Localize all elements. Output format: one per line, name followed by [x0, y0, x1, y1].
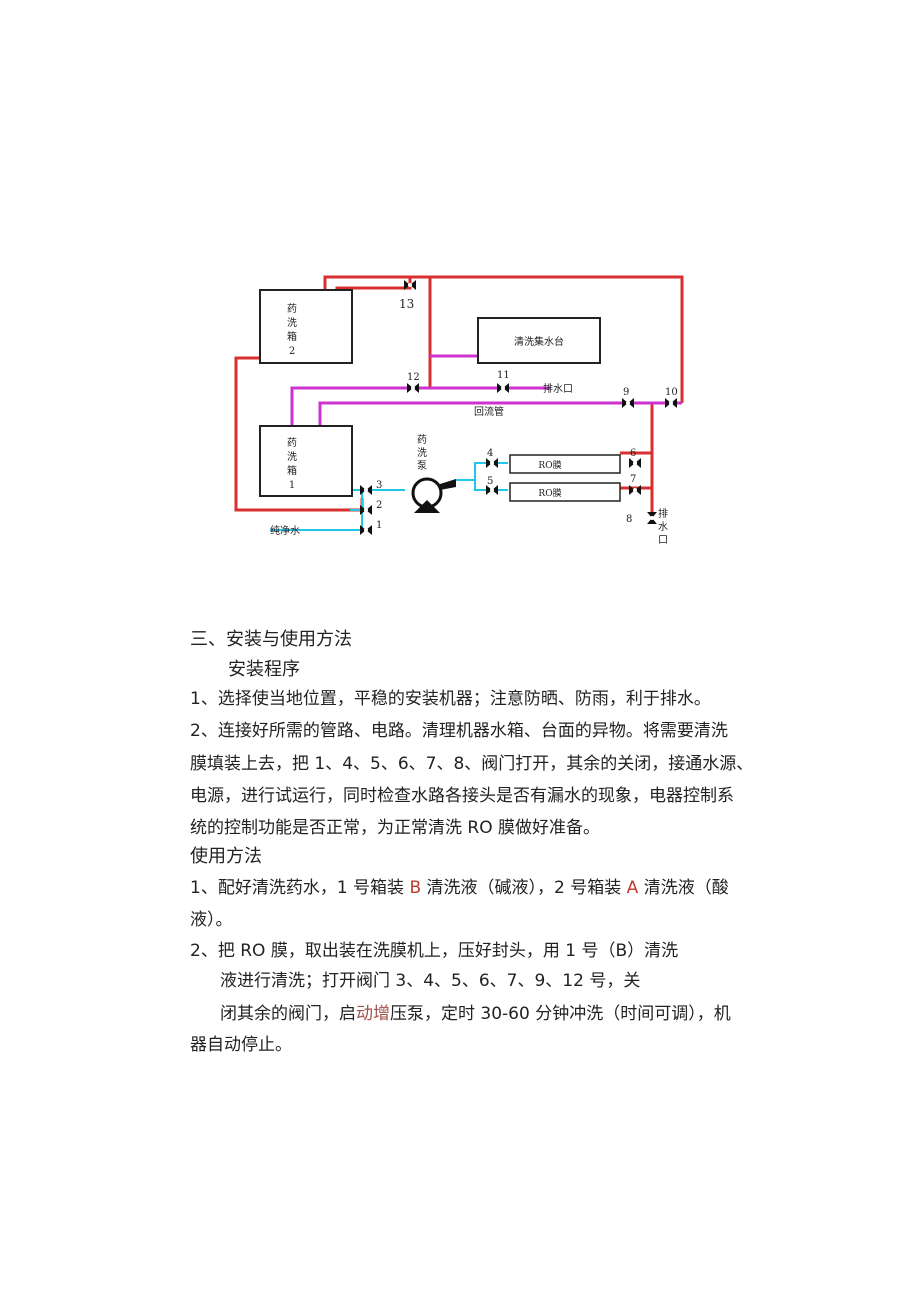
drain-bottom-char-1: 排	[658, 507, 668, 520]
tank1-char-1: 药	[287, 437, 297, 449]
section-title: 三、安装与使用方法	[190, 629, 352, 650]
valve-7-label: 7	[630, 474, 636, 485]
ro-membrane-bottom	[509, 482, 621, 502]
usage-2-part-c: 压泵，定时 30-60 分钟冲洗（时间可调），机	[390, 1004, 731, 1024]
return-pipe-label: 回流管	[474, 405, 504, 418]
valve-13-label: 13	[399, 297, 414, 311]
valve-3-icon[interactable]	[360, 485, 372, 495]
pump-char-3: 泵	[417, 460, 427, 472]
install-step-2-line-2: 膜填装上去，把 1、4、5、6、7、8、阀门打开，其余的关闭，接通水源、	[190, 754, 754, 774]
valve-12-label: 12	[407, 372, 420, 383]
valve-10-icon[interactable]	[665, 398, 677, 408]
ro-membrane-bottom-label: RO膜	[538, 488, 561, 499]
drain-bottom-char-3: 口	[658, 535, 668, 546]
tank2-char-1: 药	[287, 303, 297, 315]
tank-2	[259, 289, 353, 364]
valve-8-label: 8	[626, 514, 632, 525]
valve-10-label: 10	[665, 387, 678, 398]
install-heading: 安装程序	[228, 659, 300, 680]
usage-step-2-line-3: 闭其余的阀门，启动增压泵，定时 30-60 分钟冲洗（时间可调），机	[220, 1003, 731, 1025]
ro-membrane-top	[509, 454, 621, 474]
usage-1-solution-b: B	[409, 878, 422, 898]
pump-char-2: 洗	[417, 447, 427, 459]
valve-5-label: 5	[487, 476, 493, 487]
tank2-char-3: 箱	[287, 330, 297, 343]
valve-8-icon[interactable]	[647, 512, 657, 524]
valve-9-label: 9	[623, 387, 629, 398]
valve-1-icon[interactable]	[360, 525, 372, 535]
pump-char-1: 药	[417, 434, 427, 446]
usage-2-highlight: 动增	[356, 1004, 390, 1024]
valve-11-label: 11	[497, 370, 510, 381]
usage-2-part-a: 闭其余的阀门，启	[220, 1004, 356, 1024]
install-step-2-line-3: 电源，进行试运行，同时检查水路各接头是否有漏水的现象，电器控制系	[190, 786, 734, 806]
valve-1-label: 1	[376, 520, 382, 531]
drain-top-label: 排水口	[543, 382, 573, 395]
usage-1-solution-a: A	[626, 878, 639, 898]
install-step-2-line-1: 2、连接好所需的管路、电路。清理机器水箱、台面的异物。将需要清洗	[190, 721, 728, 741]
usage-heading: 使用方法	[190, 846, 262, 867]
valve-6-label: 6	[630, 448, 636, 459]
cleaning-system-diagram: 药 洗 箱 2 药 洗 箱 1 药 洗 泵 排 水 口 清洗集水台 RO膜 RO…	[234, 275, 684, 546]
usage-1-part-c: 清洗液（碱液），2 号箱装	[421, 878, 627, 898]
valve-2-icon[interactable]	[360, 505, 372, 515]
valve-11-icon[interactable]	[497, 383, 509, 393]
drain-bottom-char-2: 水	[658, 521, 668, 533]
usage-step-1-line-2: 液）。	[190, 910, 233, 930]
usage-step-1-line-1: 1、配好清洗药水，1 号箱装 B 清洗液（碱液），2 号箱装 A 清洗液（酸	[190, 877, 729, 899]
valve-4-icon[interactable]	[486, 458, 498, 468]
usage-step-2-line-4: 器自动停止。	[190, 1035, 292, 1055]
pump	[411, 477, 456, 513]
valve-2-label: 2	[376, 500, 382, 511]
pure-water-label: 纯净水	[270, 524, 300, 537]
tank1-char-2: 洗	[287, 451, 297, 463]
valve-3-label: 3	[376, 480, 382, 491]
usage-1-part-a: 1、配好清洗药水，1 号箱装	[190, 878, 410, 898]
valve-9-icon[interactable]	[622, 398, 634, 408]
tank-1	[259, 425, 353, 497]
tank1-char-4: 1	[289, 480, 295, 491]
valve-12-icon[interactable]	[407, 383, 419, 393]
valve-6-icon[interactable]	[629, 458, 641, 468]
tank1-char-3: 箱	[287, 464, 297, 477]
usage-1-part-e: 清洗液（酸	[638, 878, 729, 898]
collector-label: 清洗集水台	[514, 335, 564, 348]
install-step-2-line-4: 统的控制功能是否正常，为正常清洗 RO 膜做好准备。	[190, 818, 600, 838]
collector-tank	[477, 317, 601, 364]
valve-4-label: 4	[487, 448, 493, 459]
ro-membrane-top-label: RO膜	[538, 460, 561, 471]
tank2-char-4: 2	[289, 346, 295, 357]
tank2-char-2: 洗	[287, 317, 297, 329]
install-step-1: 1、选择使当地位置，平稳的安装机器；注意防晒、防雨，利于排水。	[190, 689, 711, 709]
usage-step-2-line-1: 2、把 RO 膜，取出装在洗膜机上，压好封头，用 1 号（B）清洗	[190, 941, 679, 961]
usage-step-2-line-2: 液进行清洗；打开阀门 3、4、5、6、7、9、12 号，关	[220, 971, 641, 991]
